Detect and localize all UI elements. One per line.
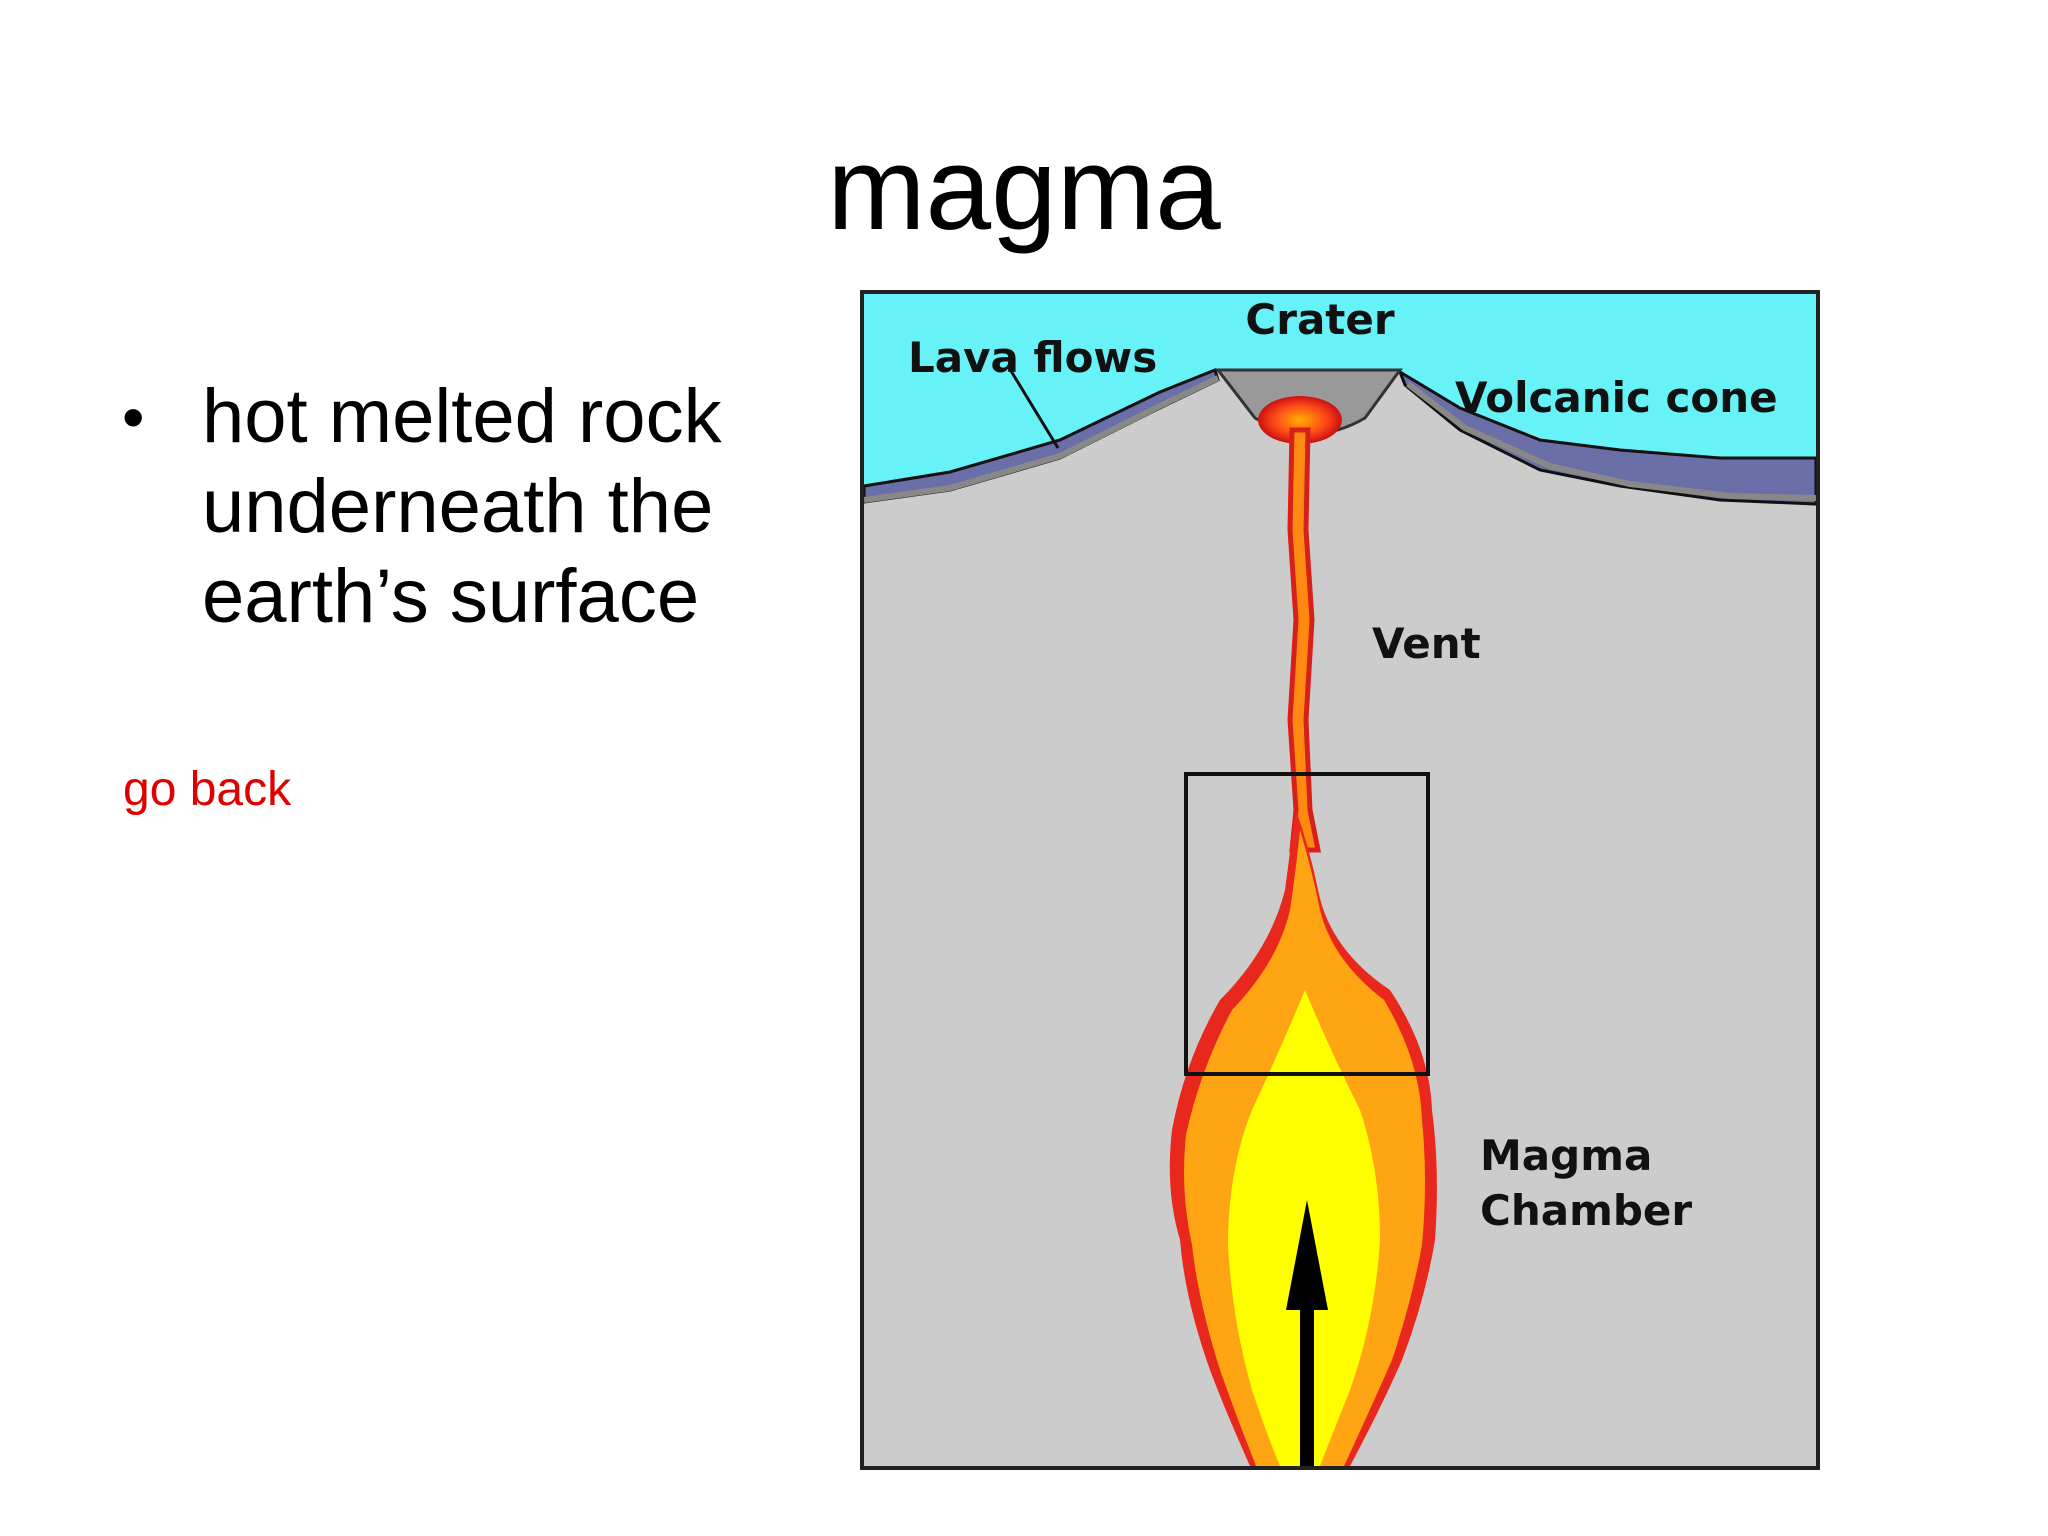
label-lava-flows: Lava flows xyxy=(908,333,1157,382)
slide-title: magma xyxy=(827,123,1221,255)
volcano-diagram: Crater Lava flows Volcanic cone Vent Mag… xyxy=(860,290,1820,1470)
label-volcanic-cone: Volcanic cone xyxy=(1455,373,1778,422)
label-crater: Crater xyxy=(1245,295,1394,344)
label-vent: Vent xyxy=(1372,619,1481,668)
lava-flow-left-edge xyxy=(863,375,1220,503)
upward-arrow-icon xyxy=(1286,1200,1328,1466)
zoom-box xyxy=(1184,772,1430,1076)
lava-flows-pointer xyxy=(1006,365,1060,449)
ground-area xyxy=(864,370,1816,1466)
go-back-link[interactable]: go back xyxy=(123,763,292,816)
label-magma-chamber-line2: Chamber xyxy=(1480,1186,1692,1235)
vent xyxy=(1287,427,1322,853)
bullet-text: hot melted rock underneath the earth’s s… xyxy=(202,374,722,639)
crater-lava xyxy=(1258,396,1342,444)
diagram-frame xyxy=(860,290,1820,1470)
label-magma-chamber-line1: Magma xyxy=(1480,1131,1652,1180)
lava-flow-right-edge xyxy=(1406,381,1817,501)
bullet-list: • hot melted rock underneath the earth’s … xyxy=(120,372,800,642)
bullet-dot-icon: • xyxy=(122,381,145,453)
bullet-item: • hot melted rock underneath the earth’s … xyxy=(120,372,800,642)
